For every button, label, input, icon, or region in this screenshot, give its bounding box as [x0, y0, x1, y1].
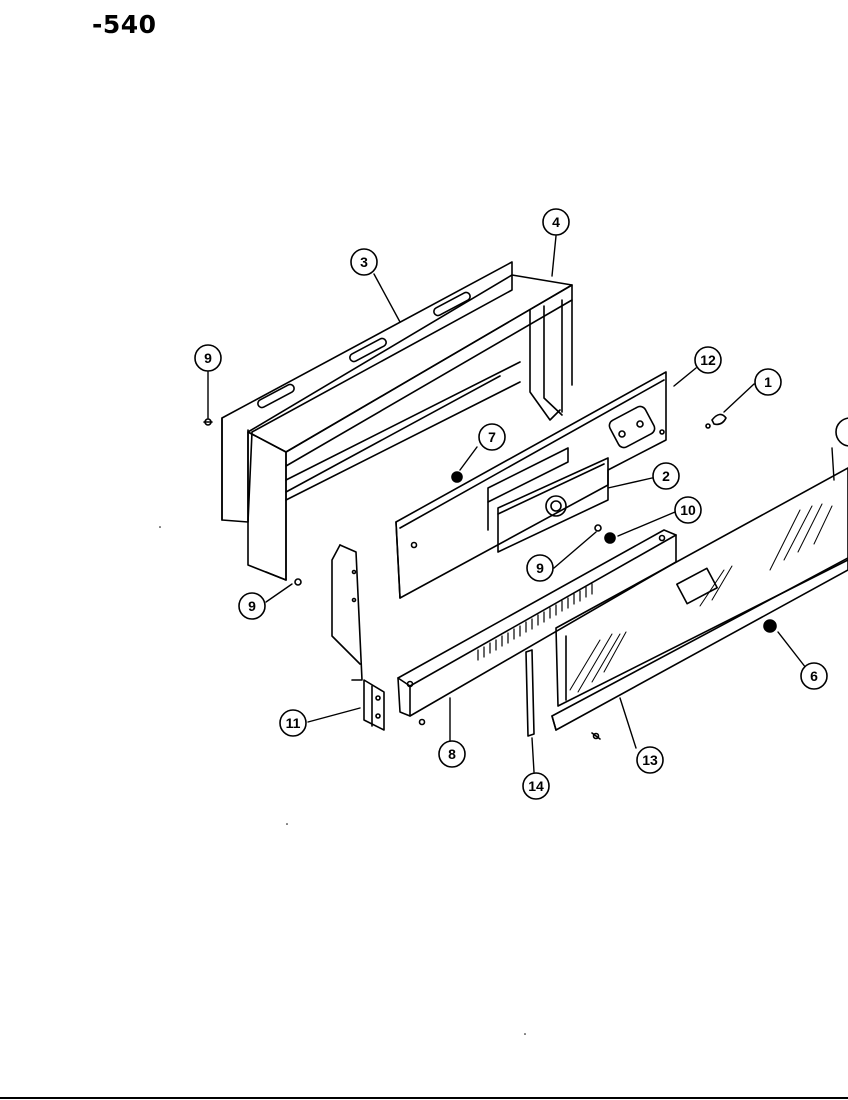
svg-text:6: 6: [810, 668, 818, 684]
callout-6: 6: [800, 662, 828, 690]
knob-6: [763, 619, 777, 633]
glass-panel-assembly: [551, 467, 848, 731]
callout-1: 1: [754, 368, 782, 396]
svg-text:10: 10: [680, 502, 696, 518]
svg-text:9: 9: [204, 350, 212, 366]
svg-text:2: 2: [662, 468, 670, 484]
screw-8-bottom: [418, 718, 426, 726]
callout-12: 12: [694, 346, 722, 374]
callout-cutoff-right: [835, 417, 848, 447]
screw-9-bottom: [294, 578, 302, 586]
callout-11: 11: [279, 709, 307, 737]
svg-text:1: 1: [764, 374, 772, 390]
svg-text:11: 11: [286, 715, 301, 731]
svg-text:3: 3: [360, 254, 368, 270]
callout-14: 14: [522, 772, 550, 800]
callout-3: 3: [350, 248, 378, 276]
svg-text:8: 8: [448, 746, 456, 762]
svg-text:13: 13: [642, 752, 658, 768]
nut-10: [604, 532, 616, 544]
scan-specks: [159, 526, 526, 1035]
screw-9-middle: [594, 524, 602, 532]
callout-13: 13: [636, 746, 664, 774]
part-11-side-bracket: [331, 544, 385, 731]
callout-labels: 1 2 3 4 6 7 8: [194, 208, 828, 800]
svg-text:12: 12: [700, 352, 716, 368]
callout-10: 10: [674, 496, 702, 524]
svg-text:7: 7: [488, 429, 496, 445]
svg-text:9: 9: [536, 560, 544, 576]
callout-7: 7: [478, 423, 506, 451]
svg-text:9: 9: [248, 598, 256, 614]
callout-9b: 9: [238, 592, 266, 620]
part-14-trim-strip: [525, 649, 535, 737]
page-code: -540: [92, 10, 157, 39]
hardware-fasteners: [203, 413, 777, 740]
callout-4: 4: [542, 208, 570, 236]
callout-9a: 9: [194, 344, 222, 372]
leader-lines: [207, 235, 835, 773]
svg-text:14: 14: [528, 778, 544, 794]
clip-1: [711, 413, 727, 426]
part-2-mounting-bracket: [487, 447, 609, 553]
callout-2: 2: [652, 462, 680, 490]
callout-8: 8: [438, 740, 466, 768]
svg-text:4: 4: [552, 214, 560, 230]
part-4-console-shroud: [247, 274, 573, 581]
bottom-rule: [0, 1097, 848, 1099]
screw-13: [592, 732, 600, 740]
nut-7: [451, 471, 463, 483]
callout-9c: 9: [526, 554, 554, 582]
